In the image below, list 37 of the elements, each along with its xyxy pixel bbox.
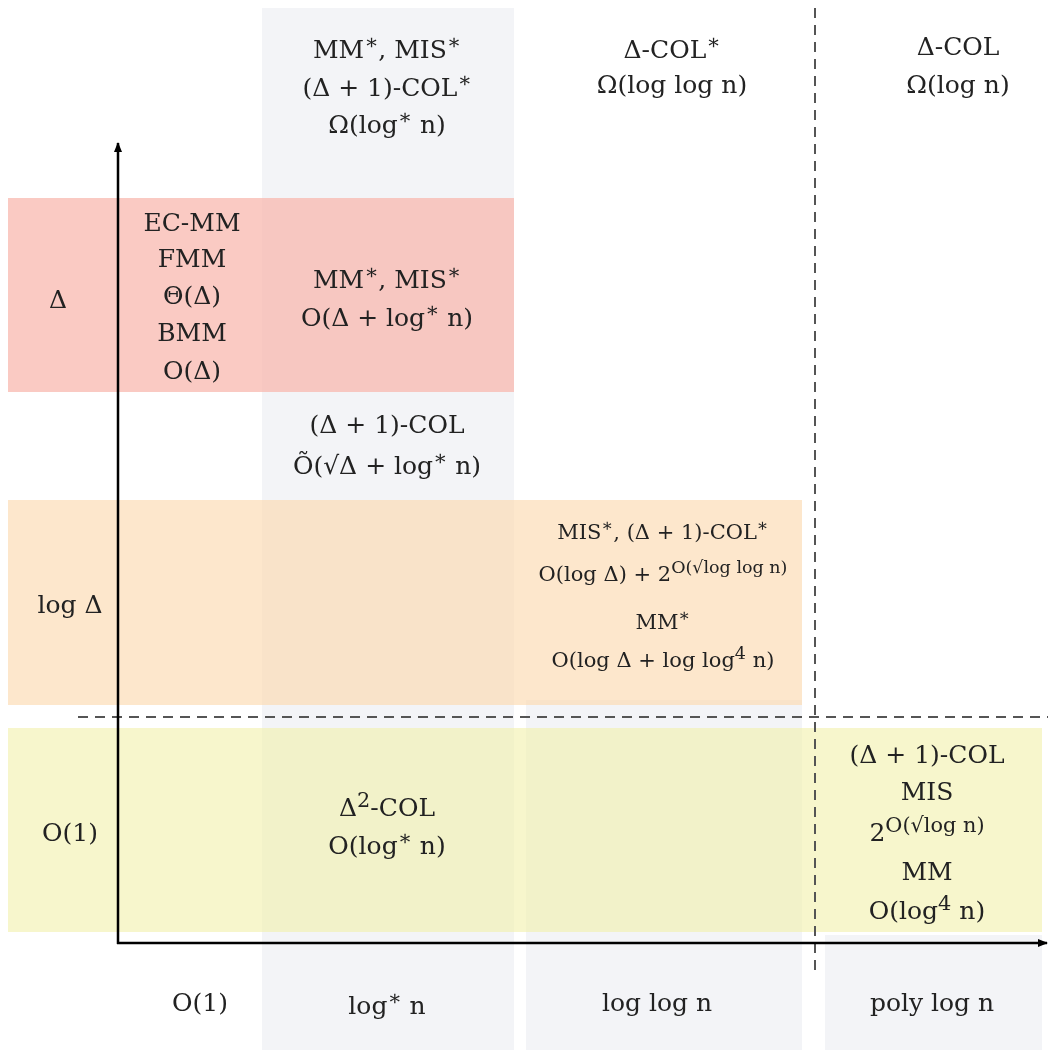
complexity-text: Ω(log log n) [596, 71, 748, 99]
complexity-text: O(log$^{4}$ n) [868, 891, 986, 925]
complexity-text: MM$^{∗}$, MIS$^{∗}$ [313, 260, 461, 294]
complexity-text: MIS$^{∗}$, (Δ + 1)-COL$^{∗}$ [557, 515, 769, 545]
complexity-text: Δ$^{2}$-COL [339, 788, 435, 822]
complexity-text: MIS [900, 778, 954, 806]
complexity-text: O(log Δ) + 2$^{O(√log log n)}$ [538, 557, 788, 587]
complexity-text: (Δ + 1)-COL$^{∗}$ [302, 68, 472, 102]
complexity-text: (Δ + 1)-COL [849, 741, 1005, 769]
axis-label: Δ [48, 286, 68, 314]
complexity-text: MM [901, 858, 953, 886]
complexity-text: 2$^{O(√log n)}$ [869, 813, 985, 847]
complexity-text: O(log Δ + log log$^{4}$ n) [551, 643, 775, 673]
axis-label: O(1) [172, 989, 228, 1017]
complexity-text: Ω(log$^{∗}$ n) [328, 105, 446, 139]
complexity-text: Δ-COL$^{∗}$ [623, 30, 721, 64]
complexity-text: O(log$^{∗}$ n) [328, 826, 446, 860]
complexity-text: O(Δ) [162, 357, 222, 385]
axis-label: log log n [601, 989, 713, 1017]
complexity-text: MM$^{∗}$ [635, 605, 691, 635]
complexity-text: MM$^{∗}$, MIS$^{∗}$ [313, 30, 461, 64]
complexity-text: EC-MM [143, 209, 241, 237]
axis-label: poly log n [869, 989, 995, 1017]
axis-label: log Δ [37, 591, 103, 619]
complexity-text: FMM [157, 245, 227, 273]
complexity-text: Ω(log n) [906, 71, 1010, 99]
complexity-text: Õ(√Δ + log$^{∗}$ n) [292, 446, 482, 480]
complexity-text: Θ(Δ) [162, 282, 222, 310]
complexity-band [8, 728, 1042, 932]
axis-label: O(1) [42, 819, 98, 847]
complexity-text: (Δ + 1)-COL [309, 411, 465, 439]
complexity-text: BMM [157, 319, 227, 347]
complexity-band [8, 198, 514, 392]
complexity-text: O(Δ + log$^{∗}$ n) [300, 298, 474, 332]
complexity-band [8, 500, 802, 705]
axis-label: log$^{∗}$ n [348, 986, 426, 1020]
complexity-text: Δ-COL [916, 33, 1000, 61]
